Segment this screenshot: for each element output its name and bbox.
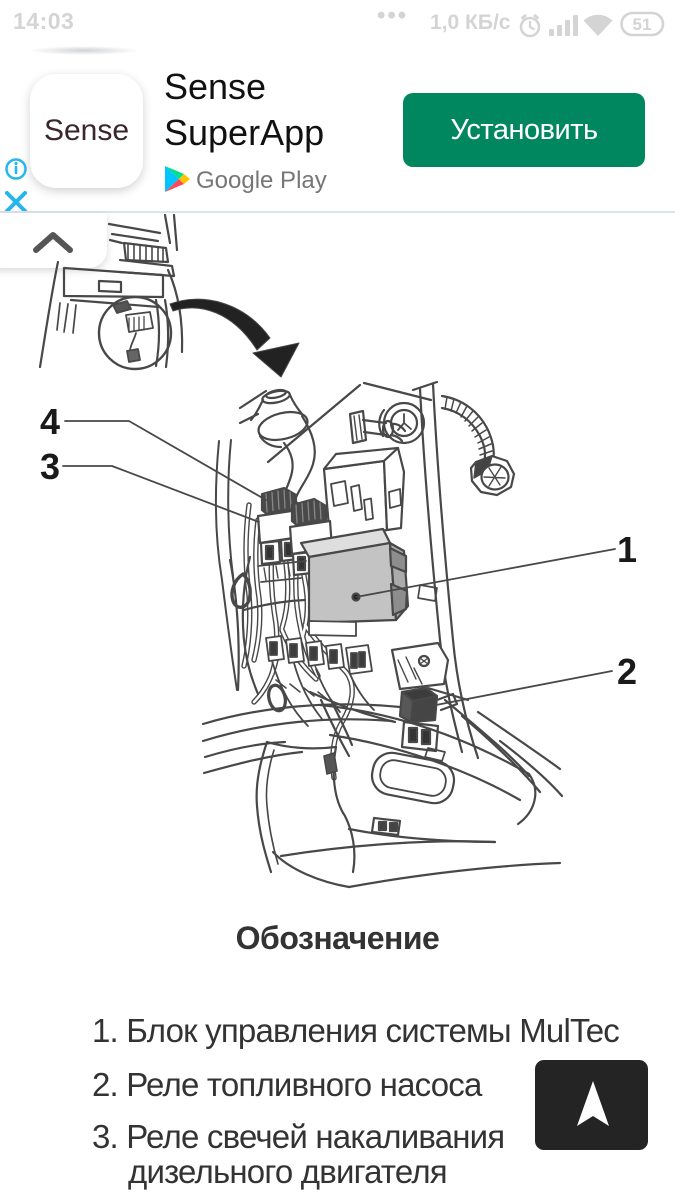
svg-text:4: 4 (40, 401, 60, 442)
svg-text:51: 51 (633, 15, 652, 34)
svg-text:1: 1 (617, 529, 637, 570)
svg-text:2: 2 (617, 651, 637, 692)
svg-text:3: 3 (40, 446, 60, 487)
